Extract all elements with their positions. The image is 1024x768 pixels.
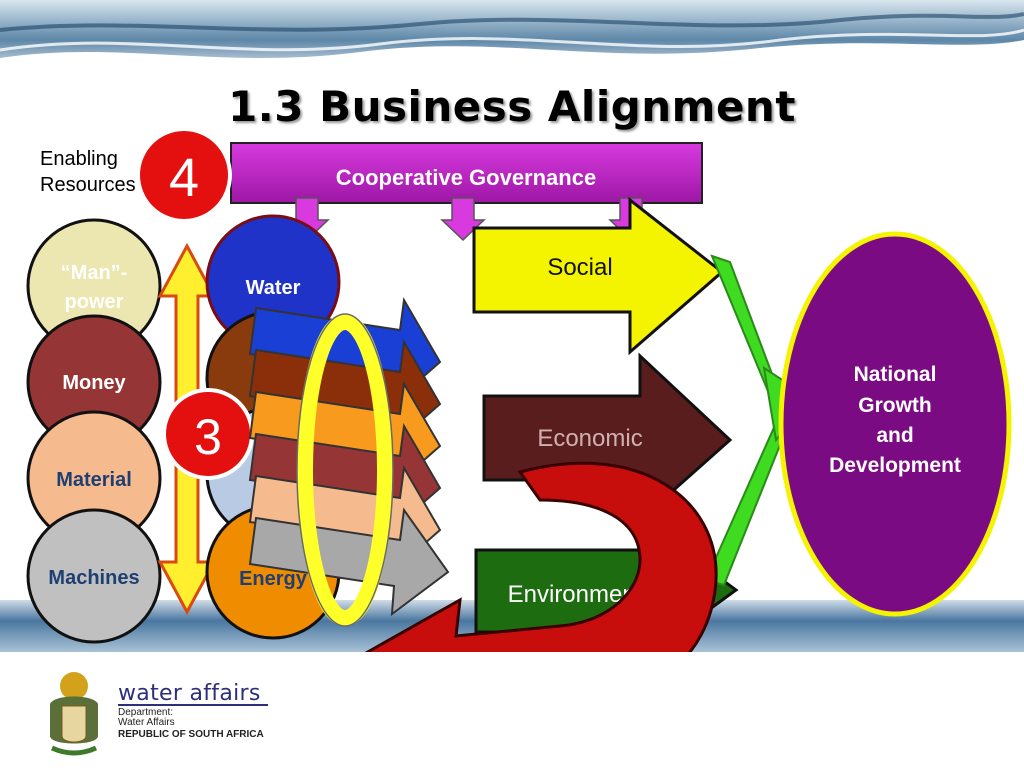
social-label: Social	[547, 254, 612, 281]
machines-label: Machines	[48, 567, 139, 589]
resource-circle-money: Money	[26, 314, 162, 450]
material-label: Material	[56, 469, 132, 491]
step-badge-4: 4	[136, 127, 232, 223]
goal-line-3: and	[876, 424, 913, 447]
economic-label: Economic	[537, 425, 642, 452]
yellow-ring	[297, 314, 393, 626]
green-arrows	[704, 254, 812, 587]
enabling-line: Enabling	[40, 148, 118, 170]
water-affairs-brand: water affairs	[118, 681, 261, 706]
stacked-arrows	[248, 296, 450, 617]
resource-circle-machines: Machines	[26, 508, 162, 644]
step-badge-3: 3	[162, 388, 254, 480]
department-line-2: Water Affairs	[118, 717, 175, 728]
social-arrow: Social	[472, 196, 725, 356]
energy-label: Energy	[239, 568, 308, 590]
goal-line-2: Growth	[858, 394, 932, 417]
manpower-label-2: power	[65, 291, 124, 313]
water-label: Water	[246, 277, 301, 299]
yellow-ring-outline	[296, 313, 394, 627]
enabling-resources-label: Enabling Resources	[40, 146, 160, 198]
national-growth-goal: National Growth and Development	[778, 231, 1012, 617]
cooperative-governance-bar: Cooperative Governance	[230, 142, 703, 204]
step-number-4: 4	[169, 148, 199, 208]
resources-line: Resources	[40, 174, 136, 196]
cooperative-governance-label: Cooperative Governance	[336, 165, 596, 190]
goal-line-1: National	[854, 363, 937, 386]
department-line-1: Department:	[118, 707, 174, 718]
water-wave-top	[0, 0, 1024, 80]
stacked-arrow-grey	[248, 507, 450, 617]
footer	[0, 652, 1024, 768]
goal-line-4: Development	[829, 454, 961, 477]
step-number-3: 3	[194, 409, 222, 465]
brand-underline	[118, 704, 268, 706]
coat-of-arms-logo	[50, 672, 98, 756]
slide-title: 1.3 Business Alignment	[228, 82, 796, 131]
resource-circle-manpower: “Man”- power	[26, 218, 162, 354]
manpower-label-1: “Man”-	[61, 262, 128, 284]
department-line-3: REPUBLIC OF SOUTH AFRICA	[118, 729, 264, 740]
money-label: Money	[62, 372, 126, 394]
